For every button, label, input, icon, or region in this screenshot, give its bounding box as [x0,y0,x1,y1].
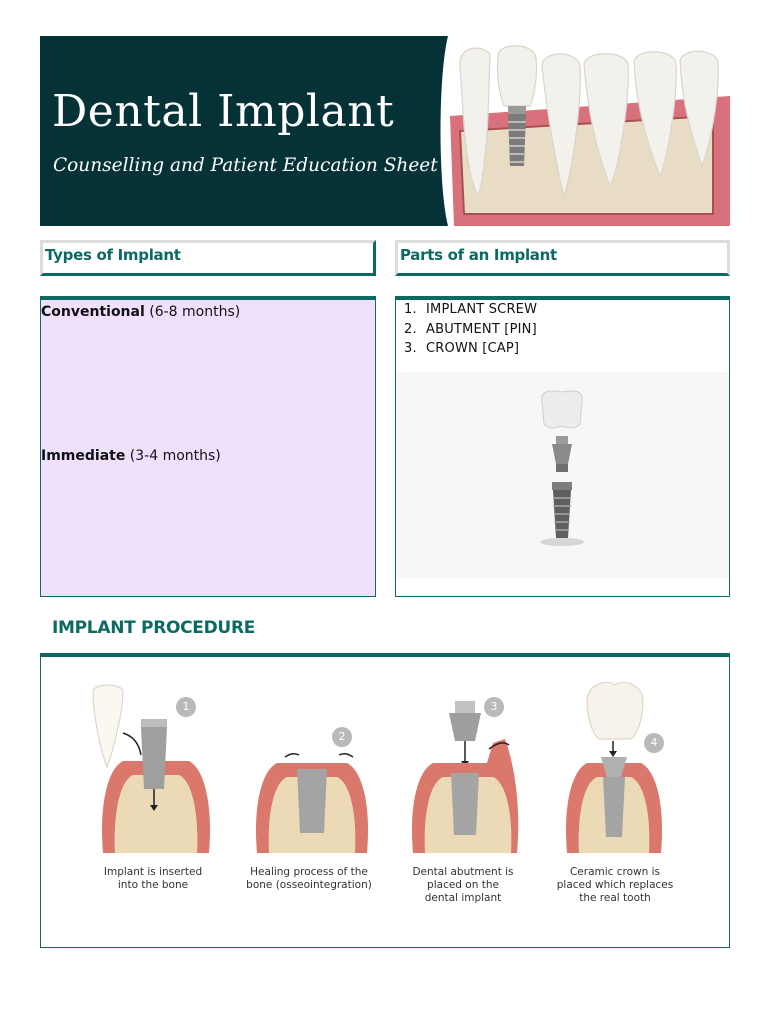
step-4-illustration [565,681,663,853]
parts-list: 1.IMPLANT SCREW 2.ABUTMENT [PIN] 3.CROWN… [404,302,537,361]
page-subtitle: Counselling and Patient Education Sheet [53,155,438,176]
step-2-caption: Healing process of the bone (osseointegr… [246,866,372,891]
step-1-illustration [92,684,211,853]
implant-screw-icon [540,482,584,546]
list-item: 2.ABUTMENT [PIN] [404,321,537,337]
step-1-badge: 1 [176,697,196,717]
step-1-caption: Implant is inserted into the bone [103,866,203,891]
type-duration: (3-4 months) [129,448,221,464]
implant-screw-icon [508,106,526,166]
type-conventional: Conventional (6-8 months) [41,304,240,320]
crown-icon [541,390,583,429]
implant-parts-illustration [396,372,729,578]
parts-heading: Parts of an Implant [400,246,557,264]
parts-panel: 1.IMPLANT SCREW 2.ABUTMENT [PIN] 3.CROWN… [395,296,730,597]
step-4-badge: 4 [644,733,664,753]
jaw-implant-illustration [440,36,730,226]
types-heading-box: Types of Implant [40,240,376,276]
procedure-panel: 1 2 3 4 Implant is inserted into the bon… [40,653,730,948]
type-duration: (6-8 months) [149,304,241,320]
step-2-illustration [255,752,369,853]
list-item: 1.IMPLANT SCREW [404,302,538,317]
procedure-heading: IMPLANT PROCEDURE [52,618,256,638]
step-3-illustration [411,701,519,853]
step-3-badge: 3 [484,697,504,717]
step-4-caption: Ceramic crown is placed which replaces t… [556,866,674,904]
type-immediate: Immediate (3-4 months) [41,448,221,464]
type-name: Conventional [41,304,145,320]
step-2-badge: 2 [332,727,352,747]
abutment-icon [552,436,572,472]
page-title: Dental Implant [52,86,395,137]
parts-heading-box: Parts of an Implant [395,240,730,276]
step-3-caption: Dental abutment is placed on the dental … [412,866,514,904]
types-panel: Conventional (6-8 months) Immediate (3-4… [40,296,376,597]
procedure-illustration [92,681,663,853]
list-item: 3.CROWN [CAP] [404,341,520,356]
type-name: Immediate [41,448,126,464]
types-heading: Types of Implant [45,246,181,264]
header-banner: Dental Implant Counselling and Patient E… [40,36,730,226]
